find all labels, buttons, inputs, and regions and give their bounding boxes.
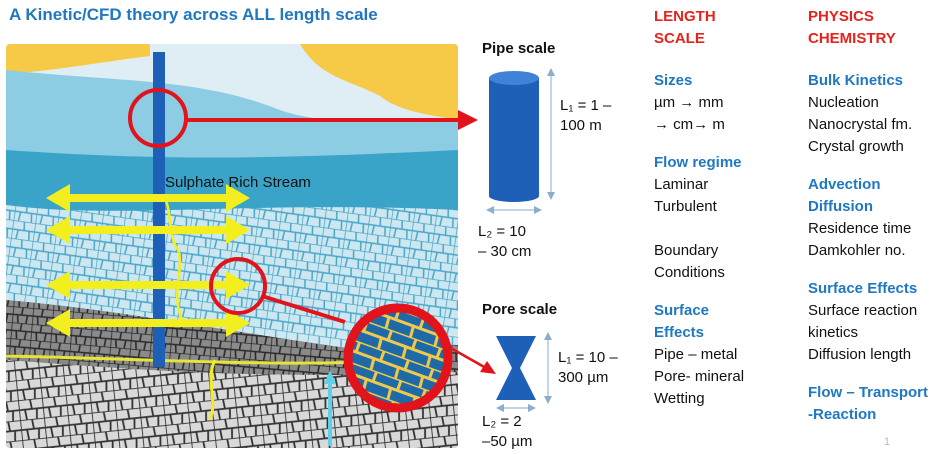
- length-scale-column: LENGTH SCALE Sizes µm → mm → cm→ m Flow …: [654, 6, 794, 410]
- advection-group: Advection Diffusion Residence time Damko…: [808, 174, 941, 262]
- surface-effects-heading: Surface Effects: [654, 302, 710, 341]
- pore-magnified: [350, 310, 446, 406]
- pore-zoom-circle: [209, 257, 267, 315]
- surface-effects-physics-items: Surface reaction kinetics Diffusion leng…: [808, 302, 918, 363]
- flow-transport-group: Flow – Transport -Reaction: [808, 382, 941, 426]
- cross-section-scene: [6, 44, 458, 448]
- flow-transport-heading: Flow – Transport -Reaction: [808, 384, 929, 423]
- flow-regime-items: Laminar Turbulent Boundary Conditions: [654, 176, 725, 281]
- bulk-kinetics-group: Bulk Kinetics Nucleation Nanocrystal fm.…: [808, 70, 941, 158]
- bulk-kinetics-heading: Bulk Kinetics: [808, 72, 904, 89]
- advection-heading: Advection Diffusion: [808, 176, 881, 215]
- bulk-kinetics-items: Nucleation Nanocrystal fm. Crystal growt…: [808, 94, 913, 155]
- length-scale-heading: LENGTH SCALE: [654, 8, 716, 47]
- sizes-items: µm → mm → cm→ m: [654, 94, 725, 133]
- pore-scale-label: Pore scale: [482, 301, 558, 318]
- stream-label: Sulphate Rich Stream: [165, 174, 311, 191]
- advection-items: Residence time Damkohler no.: [808, 220, 912, 259]
- surface-effects-group: Surface Effects Pipe – metal Pore- miner…: [654, 300, 794, 410]
- pipe-l1-label: L₁ = 1 – 100 m: [560, 97, 612, 134]
- physics-chemistry-column: PHYSICS CHEMISTRY Bulk Kinetics Nucleati…: [808, 6, 941, 426]
- pipe-scale-label: Pipe scale: [482, 40, 556, 57]
- page-number: 1: [884, 436, 891, 448]
- surface-effects-physics-group: Surface Effects Surface reaction kinetic…: [808, 278, 941, 366]
- flow-regime-group: Flow regime Laminar Turbulent Boundary C…: [654, 152, 794, 284]
- flow-regime-heading: Flow regime: [654, 154, 742, 171]
- sizes-group: Sizes µm → mm → cm→ m: [654, 70, 794, 136]
- pore-l1-label: L₁ = 10 – 300 µm: [558, 349, 618, 386]
- surface-effects-physics-heading: Surface Effects: [808, 280, 918, 297]
- pore-l2-label: L₂ = 2 –50 µm: [482, 413, 533, 450]
- pipe-cylinder-icon: [486, 68, 555, 214]
- page-title: A Kinetic/CFD theory across ALL length s…: [9, 5, 378, 24]
- pipe-l2-label: L₂ = 10 – 30 cm: [478, 223, 532, 260]
- pore-hourglass-icon: [496, 332, 552, 412]
- sizes-heading: Sizes: [654, 72, 693, 89]
- flow-arrows: [46, 184, 250, 337]
- physics-chemistry-heading: PHYSICS CHEMISTRY: [808, 8, 896, 47]
- surface-effects-items: Pipe – metal Pore- mineral Wetting: [654, 346, 745, 407]
